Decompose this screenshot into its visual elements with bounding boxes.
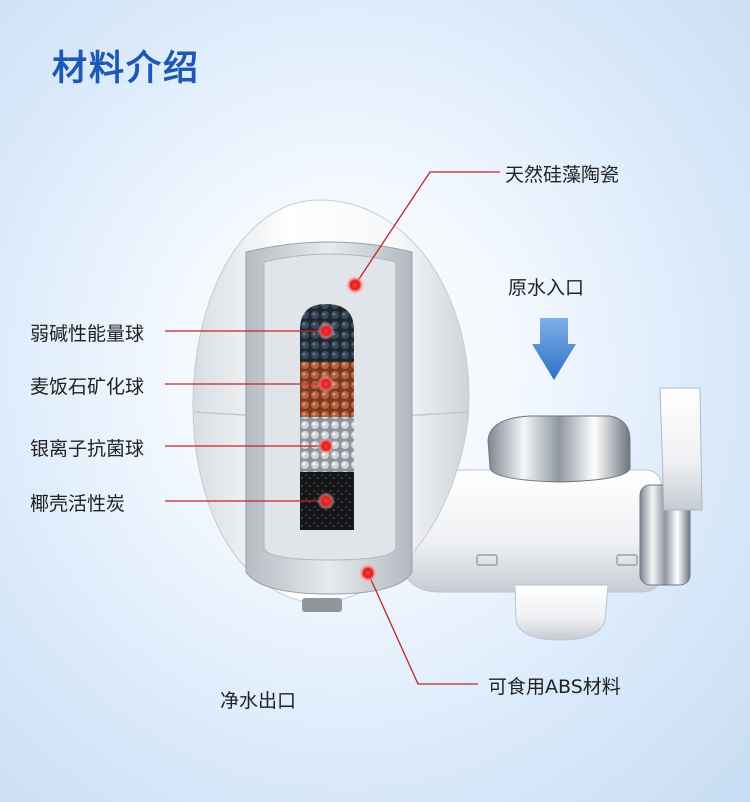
label-coconut-carbon: 椰壳活性炭 [30, 489, 125, 516]
label-diatomite: 天然硅藻陶瓷 [505, 160, 619, 187]
marker-dot-diatomite [345, 275, 365, 295]
label-abs-material: 可食用ABS材料 [488, 672, 621, 699]
label-raw-water-inlet: 原水入口 [508, 273, 584, 300]
marker-dot-abs [358, 563, 378, 583]
marker-dot-weak-alkaline [317, 322, 335, 340]
label-weak-alkaline: 弱碱性能量球 [30, 319, 144, 346]
inlet-arrow [532, 318, 576, 380]
marker-dot-maifan [317, 375, 335, 393]
faucet-lever [660, 388, 702, 510]
marker-dot-silver [317, 437, 335, 455]
arm-knob [515, 585, 608, 640]
label-maifan-stone: 麦饭石矿化球 [30, 372, 144, 399]
label-clean-water-outlet: 净水出口 [220, 686, 296, 713]
label-silver-ion: 银离子抗菌球 [30, 434, 144, 461]
chrome-nut [488, 416, 630, 482]
marker-dot-carbon [317, 492, 335, 510]
water-outlet [302, 598, 342, 612]
